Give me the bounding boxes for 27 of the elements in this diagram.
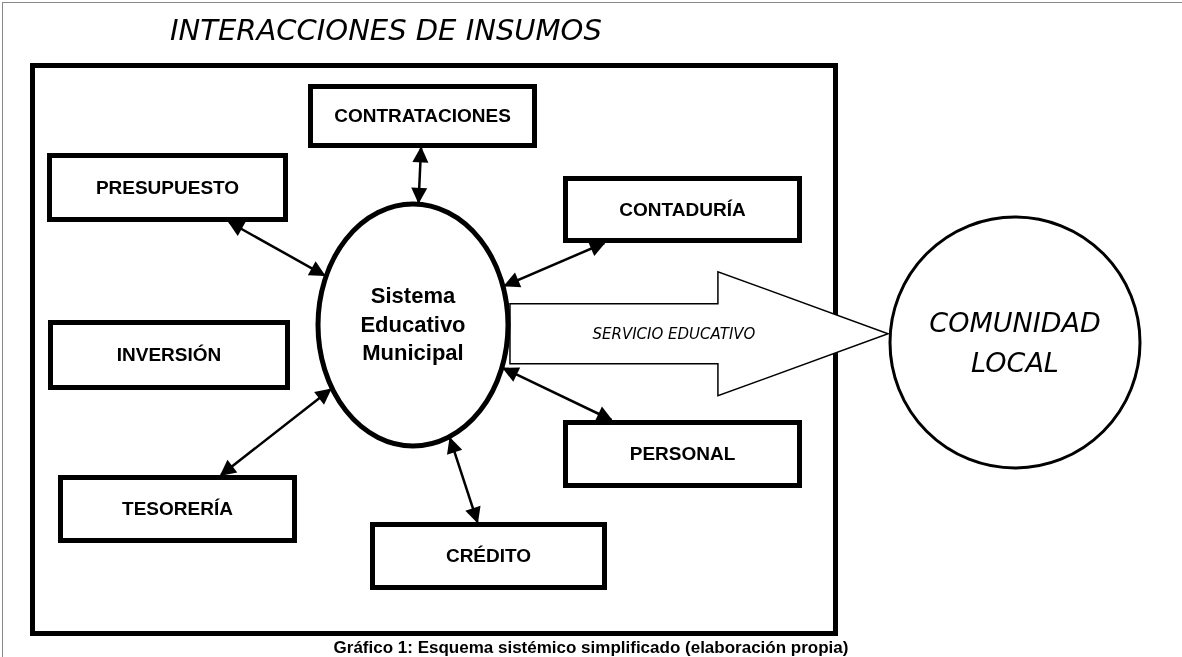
- box-label: CONTADURÍA: [619, 198, 746, 221]
- double-arrow: [227, 220, 326, 277]
- box-label: PERSONAL: [629, 443, 736, 465]
- process-box: [563, 176, 802, 243]
- process-box: [48, 320, 290, 390]
- process-box: [370, 522, 607, 590]
- process-box: [47, 153, 288, 222]
- community-label: COMUNIDAD LOCAL: [928, 306, 1102, 380]
- process-box: [58, 475, 297, 543]
- process-box: [563, 420, 802, 488]
- double-arrow: [411, 146, 429, 204]
- double-arrow: [447, 437, 481, 524]
- system-label: Sistema Educativo Municipal: [359, 282, 467, 368]
- process-box: [308, 84, 537, 148]
- figure-caption: Gráfico 1: Esquema sistémico simplificado (elaboración propia): [332, 638, 850, 657]
- double-arrow: [503, 241, 606, 288]
- double-arrow: [219, 388, 332, 476]
- box-label: INVERSIÓN: [116, 344, 222, 366]
- box-label: PRESUPUESTO: [95, 176, 240, 199]
- diagram-title: INTERACCIONES DE INSUMOS: [170, 13, 602, 47]
- block-arrow: [509, 270, 891, 397]
- system-frame: [30, 63, 838, 636]
- double-arrow: [502, 367, 613, 422]
- edge-label: SERVICIO EDUCATIVO: [592, 324, 756, 343]
- box-label: TESORERÍA: [122, 498, 233, 520]
- box-label: CRÉDITO: [445, 545, 532, 567]
- box-label: CONTRATACIONES: [334, 105, 511, 127]
